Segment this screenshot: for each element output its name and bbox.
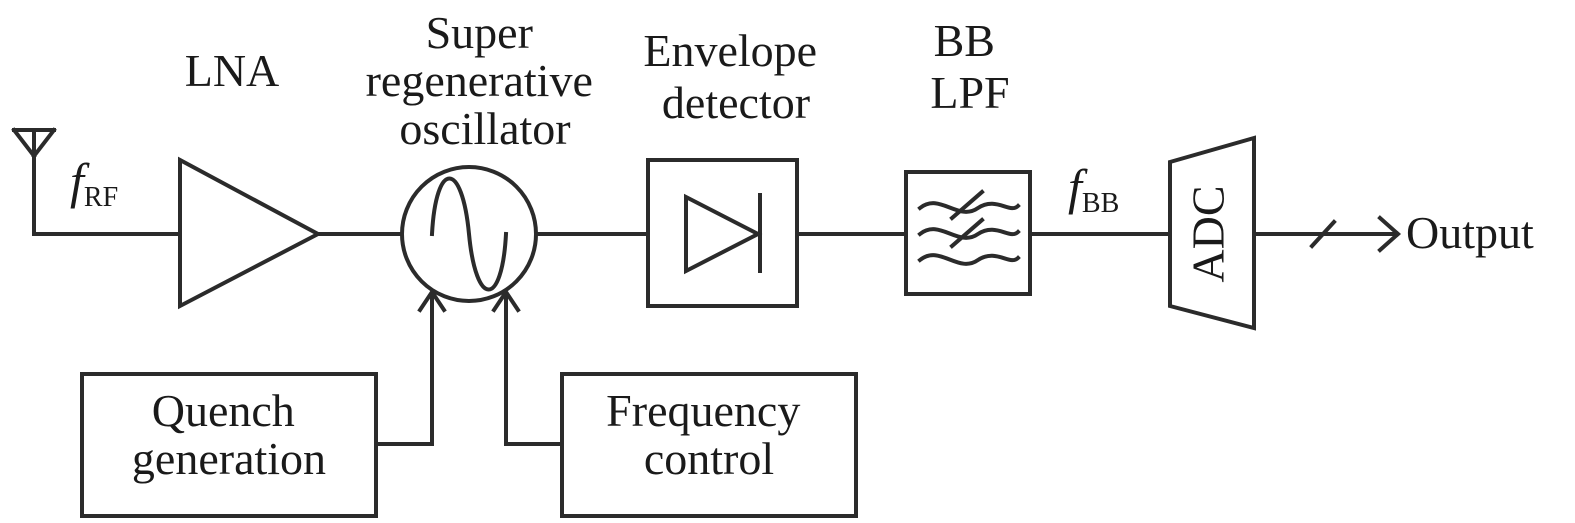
envelope-detector-block <box>646 158 799 308</box>
output-arrowhead <box>1377 215 1402 253</box>
bb-lpf-label: BB LPF <box>930 15 1009 118</box>
antenna-icon <box>11 127 57 236</box>
rf-frequency-label: fRF <box>70 153 118 213</box>
sro-label: Super regenerative oscillator <box>366 7 605 154</box>
bb-frequency-label: fBB <box>1068 159 1119 219</box>
lna-label: LNA <box>185 45 280 96</box>
filter-wave-icon <box>917 189 1021 266</box>
envelope-detector-label: Envelope detector <box>643 25 828 128</box>
bus-slash <box>1309 219 1337 249</box>
frequency-control-label: Frequency control <box>606 385 812 484</box>
quench-connection <box>374 288 447 446</box>
adc-block <box>1168 135 1256 331</box>
diode-icon <box>684 193 763 275</box>
frequency-control-connection <box>491 288 564 446</box>
output-label: Output <box>1406 207 1534 258</box>
frequency-control-block <box>560 372 858 518</box>
quench-generation-block <box>80 372 378 518</box>
adc-label: ADC <box>1183 185 1234 282</box>
sine-wave-icon <box>429 176 509 292</box>
quench-generation-label: Quench generation <box>132 385 326 484</box>
lna-amplifier-block <box>178 156 323 310</box>
